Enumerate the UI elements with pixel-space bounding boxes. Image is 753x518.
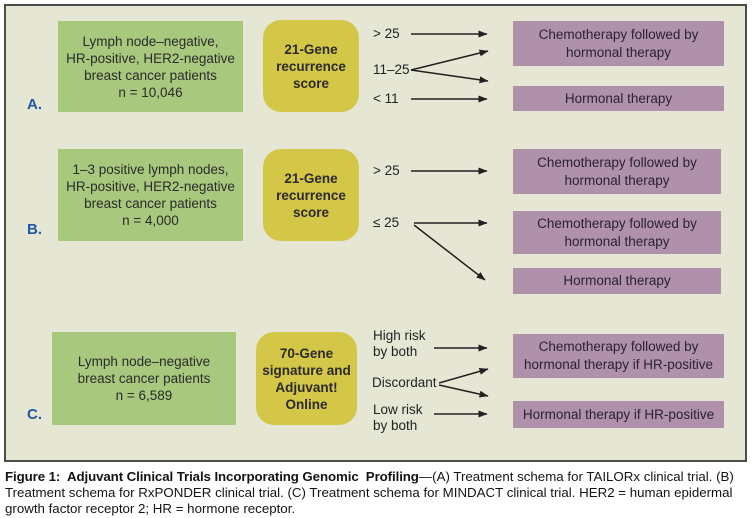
section-a-label: A. (27, 96, 42, 113)
trial-a-test-box: 21-Gene recurrence score (263, 20, 359, 112)
arrow-a-mid-down (410, 69, 489, 84)
trial-b-outcome-chemo-hormonal-1: Chemotherapy followed by hormonal therap… (513, 149, 721, 194)
trial-c-branch-discordant: Discordant (372, 375, 437, 390)
trial-a-outcome-hormonal: Hormonal therapy (513, 86, 724, 111)
section-b-label: B. (27, 221, 42, 238)
trial-c-test-box: 70-Gene signature and Adjuvant! Online (256, 332, 357, 425)
trial-b-outcome-chemo-hormonal-2: Chemotherapy followed by hormonal therap… (513, 211, 721, 254)
trial-b-population-box: 1–3 positive lymph nodes, HR-positive, H… (58, 149, 243, 241)
arrow-c-discordant-up (438, 367, 489, 384)
trial-a-outcome-chemo-hormonal: Chemotherapy followed by hormonal therap… (513, 21, 724, 66)
trial-b-branch-gt25: > 25 (373, 163, 400, 178)
trial-c-branch-high-risk: High risk by both (373, 328, 426, 359)
trial-a-branch-lt11: < 11 (373, 91, 399, 106)
trial-b-outcome-hormonal: Hormonal therapy (513, 268, 721, 294)
trial-c-population-box: Lymph node–negative breast cancer patien… (52, 332, 236, 425)
flow-arrows-layer (410, 30, 489, 418)
figure-caption-title: Figure 1: Adjuvant Clinical Trials Incor… (5, 469, 419, 484)
trial-b-test-box: 21-Gene recurrence score (263, 149, 359, 241)
section-c-label: C. (27, 406, 42, 423)
figure-caption: Figure 1: Adjuvant Clinical Trials Incor… (5, 469, 749, 518)
trial-b-branch-le25: ≤ 25 (373, 215, 400, 230)
arrow-c-discordant-down (438, 384, 489, 398)
trial-a-branch-gt25: > 25 (373, 26, 400, 41)
arrow-b-le25-diag (413, 224, 486, 281)
figure-caption-text: —(A) Treatment schema for TAILORx clinic… (5, 469, 738, 517)
trial-c-branch-low-risk: Low risk by both (373, 402, 423, 433)
trial-c-outcome-chemo-hormonal: Chemotherapy followed by hormonal therap… (513, 334, 724, 378)
arrow-a-mid-up (410, 49, 489, 71)
trial-c-outcome-hormonal: Hormonal therapy if HR-positive (513, 401, 724, 428)
trial-a-population-box: Lymph node–negative, HR-positive, HER2-n… (58, 21, 243, 112)
trial-a-branch-11-25: 11–25 (373, 62, 410, 77)
clinical-trials-diagram: A. Lymph node–negative, HR-positive, HER… (4, 4, 747, 462)
